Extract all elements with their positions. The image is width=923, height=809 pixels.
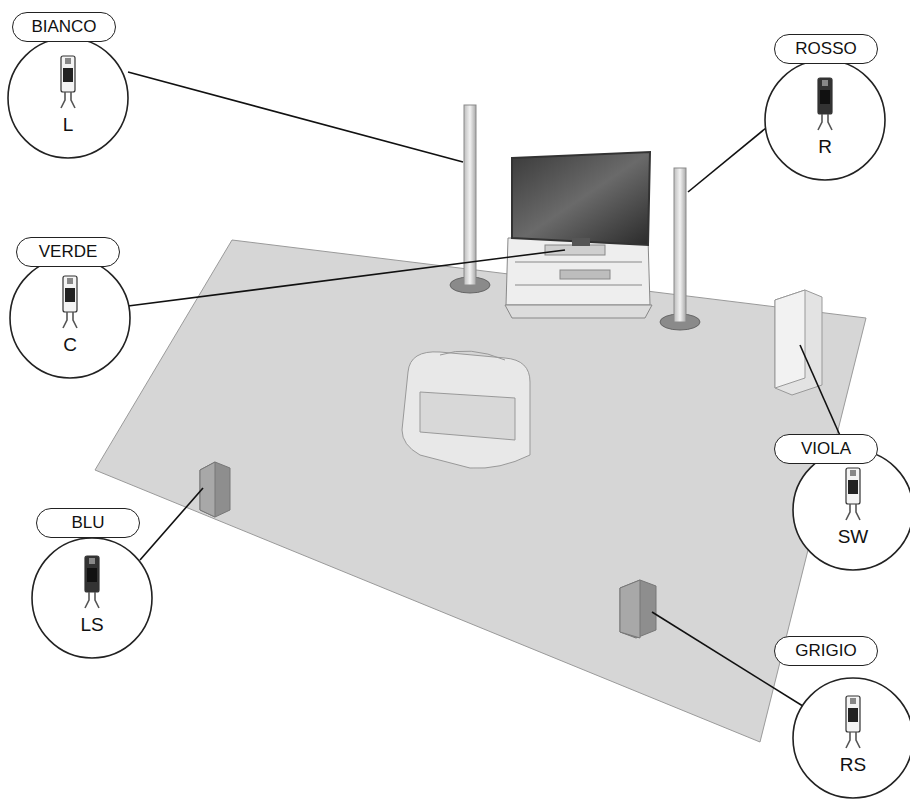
color-label: BLU [36, 508, 140, 538]
channel-code: C [63, 334, 77, 356]
color-label: ROSSO [774, 34, 878, 64]
speaker-callout: VIOLA SW [770, 430, 910, 576]
color-label: VIOLA [774, 434, 878, 464]
color-label: GRIGIO [774, 636, 878, 666]
front-left-speaker [450, 105, 490, 293]
front-right-speaker [660, 168, 700, 330]
tv-stand [505, 238, 652, 318]
speaker-callout: BLU LS [28, 504, 168, 664]
armchair [402, 351, 530, 468]
plug-icon [846, 468, 860, 520]
plug-icon [61, 56, 75, 108]
channel-code: SW [838, 526, 869, 548]
speaker-callout: BIANCO L [4, 8, 144, 164]
channel-code: R [818, 136, 832, 158]
speaker-callout: ROSSO R [761, 30, 901, 186]
floor [95, 240, 866, 742]
leader-lines [128, 72, 842, 708]
plug-icon [85, 556, 99, 608]
channel-code: L [63, 114, 74, 136]
channel-code: LS [80, 614, 103, 636]
plug-icon [818, 78, 832, 130]
channel-code: RS [840, 754, 866, 776]
speaker-callout: GRIGIO RS [770, 632, 910, 804]
plug-icon [63, 276, 77, 328]
speaker-callout: VERDE C [6, 233, 146, 384]
color-label: BIANCO [12, 12, 116, 42]
plug-icon [846, 696, 860, 748]
surround-right-speaker [620, 580, 656, 638]
color-label: VERDE [16, 237, 120, 267]
tv [512, 152, 650, 246]
surround-left-speaker [200, 462, 230, 517]
